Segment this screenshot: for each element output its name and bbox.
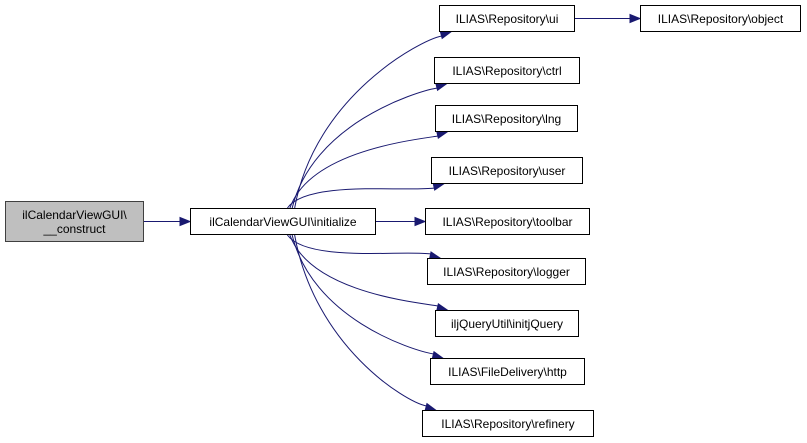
arrowhead-object	[629, 13, 642, 24]
edge-initialize-refinery	[294, 234, 427, 407]
edge-initialize-ctrl	[291, 87, 438, 209]
arrowhead-toolbar	[414, 216, 427, 227]
node-lng[interactable]: ILIAS\Repository\lng	[435, 105, 578, 132]
node-user[interactable]: ILIAS\Repository\user	[431, 157, 583, 184]
arrowhead-initialize	[179, 216, 192, 227]
node-ctrl[interactable]: ILIAS\Repository\ctrl	[434, 57, 580, 84]
edge-initialize-http	[291, 234, 434, 355]
node-construct[interactable]: ilCalendarViewGUI\ __construct	[5, 201, 144, 242]
node-http[interactable]: ILIAS\FileDelivery\http	[430, 358, 585, 385]
edge-initialize-logger	[286, 234, 432, 255]
edge-initialize-lng	[289, 135, 439, 209]
edge-initialize-user	[287, 187, 435, 209]
edge-initialize-ui	[294, 35, 442, 209]
node-initjquery[interactable]: iljQueryUtil\initjQuery	[435, 310, 579, 337]
node-toolbar[interactable]: ILIAS\Repository\toolbar	[425, 208, 590, 235]
node-initialize[interactable]: ilCalendarViewGUI\initialize	[190, 208, 376, 235]
node-logger[interactable]: ILIAS\Repository\logger	[427, 258, 586, 285]
node-ui[interactable]: ILIAS\Repository\ui	[439, 5, 575, 32]
edge-initialize-initjquery	[289, 234, 439, 307]
node-refinery[interactable]: ILIAS\Repository\refinery	[422, 410, 594, 437]
node-object[interactable]: ILIAS\Repository\object	[640, 5, 801, 32]
